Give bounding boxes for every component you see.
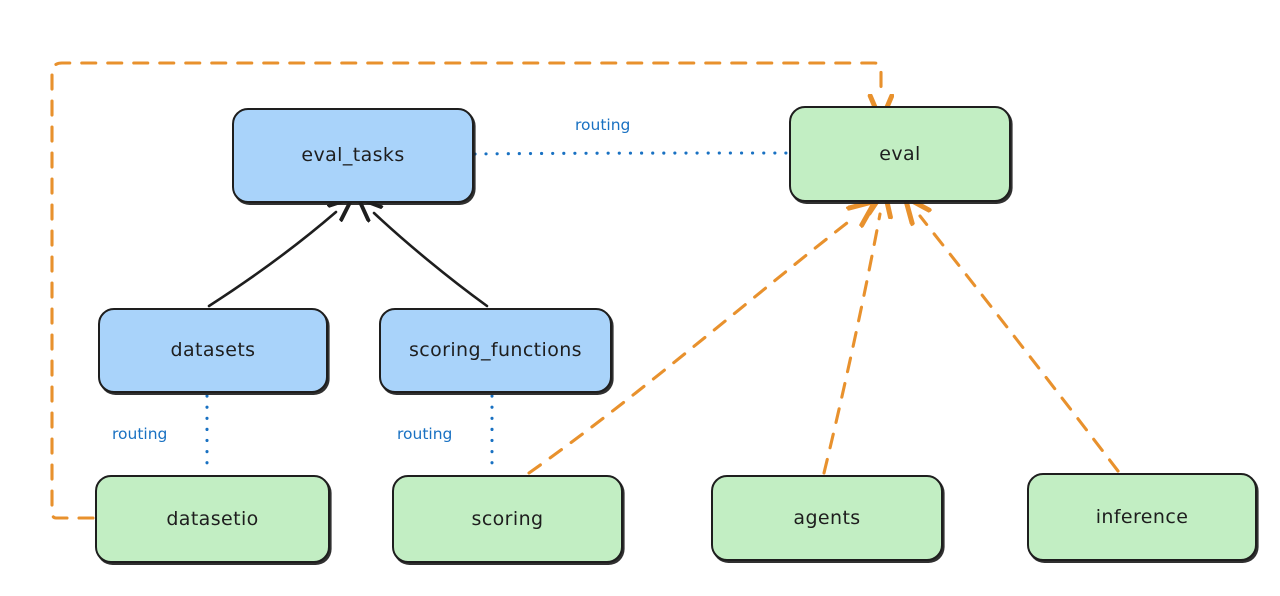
edge-scoring-functions-to-eval-tasks: [374, 213, 489, 308]
node-eval[interactable]: eval: [789, 106, 1011, 202]
node-label-scoring: scoring: [471, 507, 544, 530]
node-label-eval-tasks: eval_tasks: [301, 144, 405, 166]
node-label-datasets: datasets: [170, 339, 256, 361]
node-inference[interactable]: inference: [1027, 473, 1257, 561]
edge-inference-to-eval: [920, 216, 1120, 473]
node-scoring-functions[interactable]: scoring_functions: [379, 308, 612, 393]
edge-agents-to-eval: [822, 214, 880, 475]
node-label-inference: inference: [1095, 505, 1189, 528]
node-agents[interactable]: agents: [711, 475, 943, 561]
node-scoring[interactable]: scoring: [392, 475, 623, 563]
edge-routing-eval-tasks-to-eval: [473, 151, 789, 156]
node-eval-tasks[interactable]: eval_tasks: [232, 108, 474, 203]
node-label-scoring-functions: scoring_functions: [409, 339, 582, 361]
edge-datasets-to-eval-tasks: [207, 212, 336, 308]
node-datasets[interactable]: datasets: [98, 308, 328, 393]
node-label-eval: eval: [879, 142, 921, 165]
node-label-agents: agents: [793, 506, 861, 529]
edge-label-routing-scoring-functions-scoring: routing: [397, 425, 453, 443]
edge-label-routing-eval-tasks-eval: routing: [575, 116, 631, 134]
node-label-datasetio: datasetio: [166, 507, 259, 530]
node-datasetio[interactable]: datasetio: [95, 475, 330, 563]
edge-label-routing-datasets-datasetio: routing: [112, 425, 168, 443]
